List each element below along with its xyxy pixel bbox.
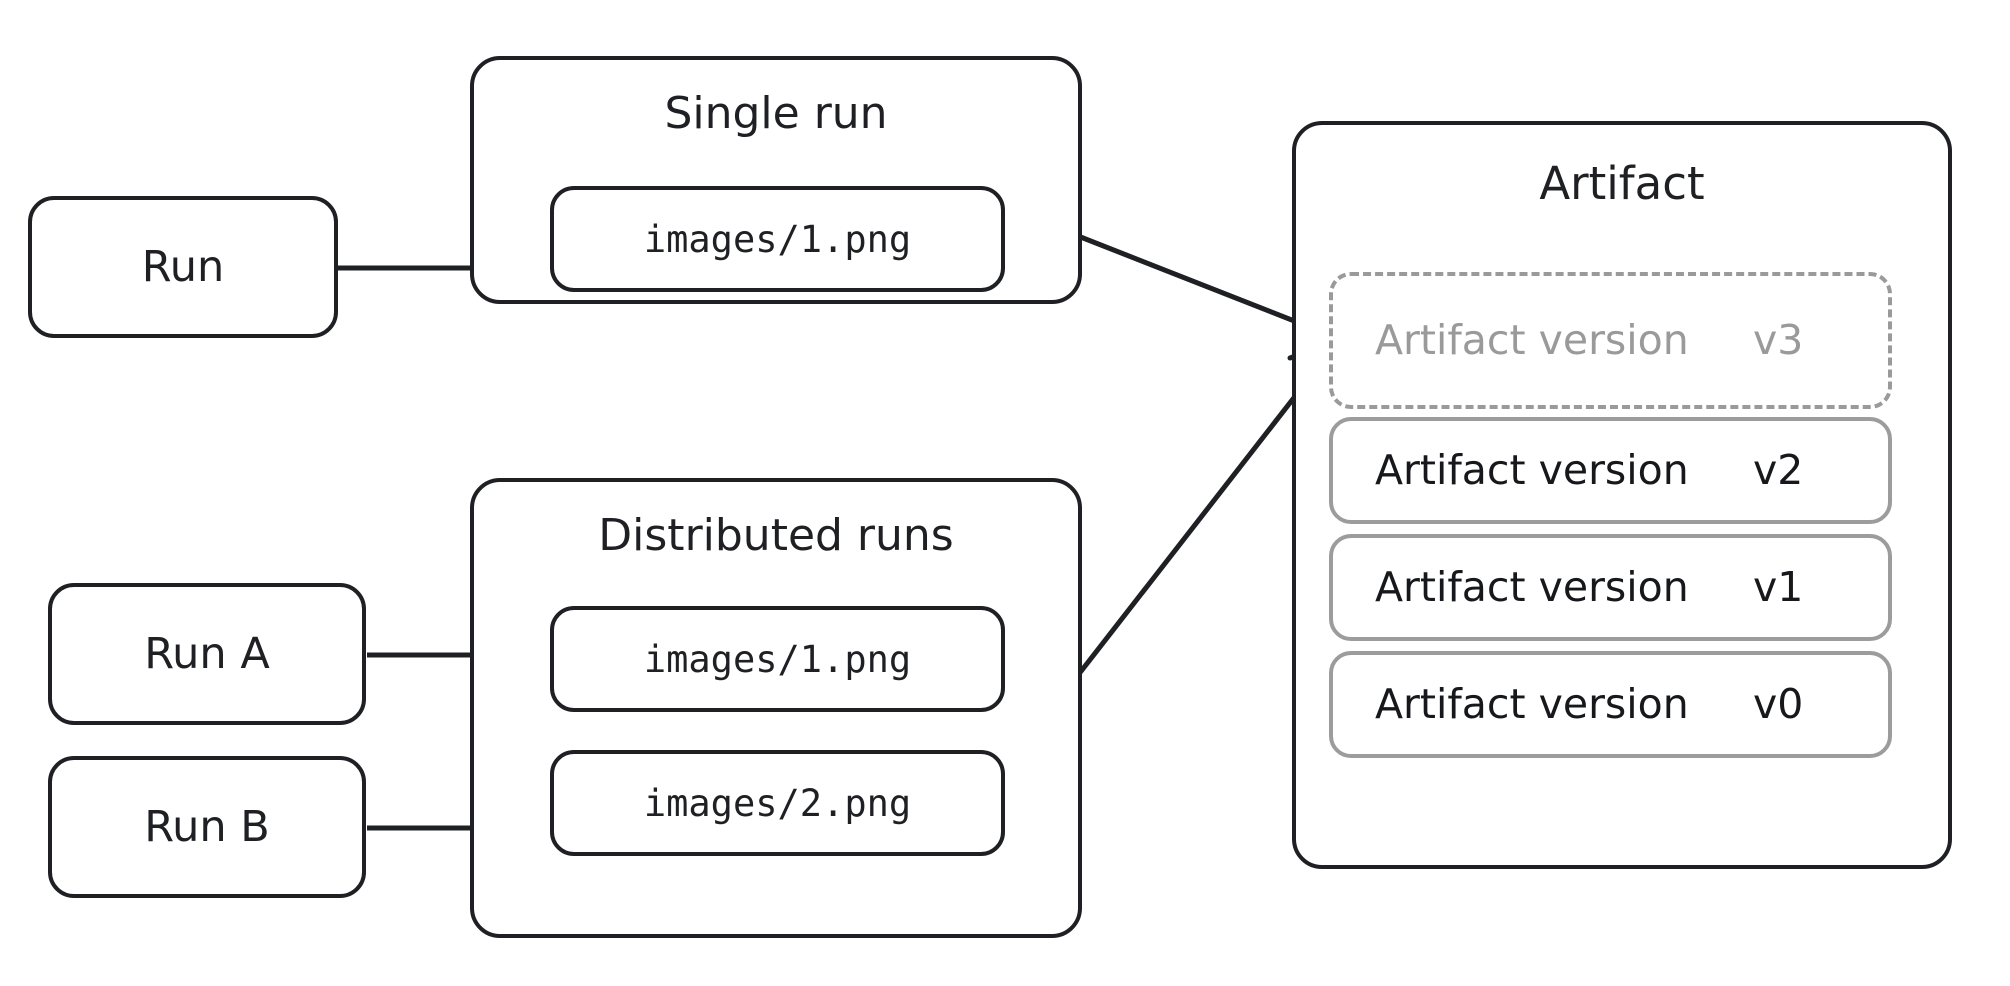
run-a-node[interactable]: Run A: [48, 583, 366, 725]
file-box-single-1[interactable]: images/1.png: [550, 186, 1005, 292]
file-box-single-1-label: images/1.png: [643, 217, 912, 261]
file-box-dist-1-label: images/1.png: [643, 637, 912, 681]
artifact-version-v3-name: Artifact version: [1375, 316, 1689, 364]
group-distributed-runs[interactable]: Distributed runs images/1.png images/2.p…: [470, 478, 1082, 938]
artifact-version-v2-name: Artifact version: [1375, 446, 1689, 494]
run-b-node[interactable]: Run B: [48, 756, 366, 898]
artifact-version-v3-tag: v3: [1753, 316, 1804, 364]
artifact-version-v1-name: Artifact version: [1375, 563, 1689, 611]
run-a-node-label: Run A: [144, 628, 270, 679]
run-node-label: Run: [141, 241, 225, 292]
run-b-node-label: Run B: [144, 801, 270, 852]
artifact-version-v2-tag: v2: [1753, 446, 1804, 494]
artifact-version-row-v3[interactable]: Artifact version v3: [1329, 272, 1892, 409]
artifact-version-row-v0[interactable]: Artifact version v0: [1329, 651, 1892, 758]
artifact-panel[interactable]: Artifact Artifact version v3 Artifact ve…: [1292, 121, 1952, 869]
artifact-version-v0-tag: v0: [1753, 680, 1804, 728]
file-box-dist-2-label: images/2.png: [643, 781, 912, 825]
group-single-run-title: Single run: [664, 88, 888, 139]
artifact-version-v0-name: Artifact version: [1375, 680, 1689, 728]
artifact-version-row-v1[interactable]: Artifact version v1: [1329, 534, 1892, 641]
group-single-run[interactable]: Single run images/1.png: [470, 56, 1082, 304]
file-box-dist-2[interactable]: images/2.png: [550, 750, 1005, 856]
artifact-version-v1-tag: v1: [1753, 563, 1804, 611]
group-distributed-runs-title: Distributed runs: [598, 510, 954, 561]
artifact-version-row-v2[interactable]: Artifact version v2: [1329, 417, 1892, 524]
run-node[interactable]: Run: [28, 196, 338, 338]
artifact-panel-title: Artifact: [1539, 157, 1705, 210]
file-box-dist-1[interactable]: images/1.png: [550, 606, 1005, 712]
